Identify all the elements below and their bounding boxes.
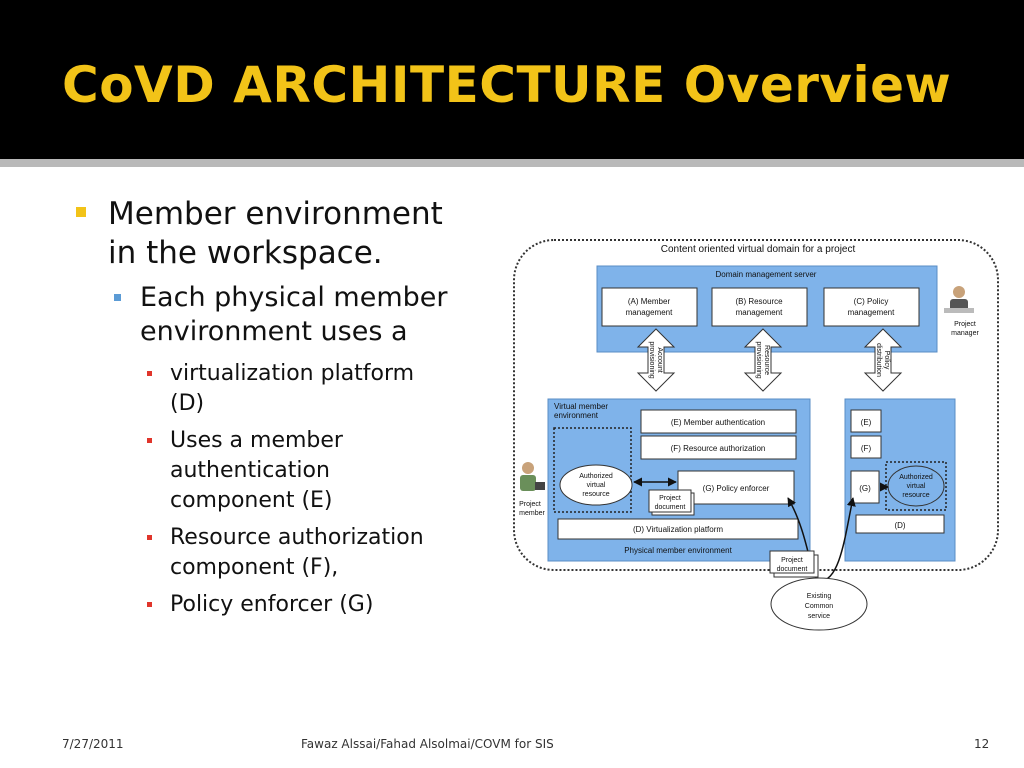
box-text: (G) bbox=[859, 484, 871, 493]
virtualization-platform-box bbox=[557, 518, 799, 540]
title-bar: CoVD ARCHITECTURE Overview bbox=[0, 0, 1024, 158]
ellipse-text: virtual bbox=[587, 482, 606, 489]
arrow-label: Policy bbox=[883, 351, 890, 370]
existing-common-service bbox=[770, 577, 868, 631]
box-text: (A) Member bbox=[628, 297, 671, 306]
virtual-domain-label: Content oriented virtual domain for a pr… bbox=[661, 244, 856, 255]
right-d-box bbox=[855, 514, 945, 534]
bullet-level3-authentication: Uses a member authentication component (… bbox=[72, 426, 502, 516]
bullet-level2: Each physical member environment uses a bbox=[72, 281, 502, 349]
bullet-text-line: (D) bbox=[170, 391, 205, 416]
box-text: management bbox=[848, 308, 895, 317]
project-member-icon bbox=[520, 462, 545, 491]
account-provisioning-arrow: Account provisioning bbox=[636, 328, 676, 392]
bullet-text-line: virtualization platform bbox=[170, 361, 415, 386]
arrow-label: distribution bbox=[875, 343, 882, 377]
arrow-label: provisioning bbox=[755, 341, 762, 378]
box-text: management bbox=[626, 308, 673, 317]
bullet-text-line: component (F), bbox=[170, 555, 339, 580]
person-label: manager bbox=[951, 330, 979, 337]
bullet-text-line: in the workspace. bbox=[108, 235, 383, 271]
square-bullet-icon bbox=[147, 371, 152, 376]
person-label: Project bbox=[954, 321, 976, 328]
doc-text: document bbox=[655, 504, 686, 511]
box-text: management bbox=[736, 308, 783, 317]
box-text: (E) bbox=[861, 418, 872, 427]
bullet-text-line: Policy enforcer (G) bbox=[170, 592, 374, 617]
bullet-text-line: Each physical member bbox=[140, 282, 448, 313]
project-manager-icon bbox=[944, 286, 974, 313]
vme-label: Virtual member bbox=[554, 402, 608, 411]
square-bullet-icon bbox=[114, 294, 121, 301]
vme-label: environment bbox=[554, 411, 599, 420]
bullet-level3-authorization: Resource authorization component (F), bbox=[72, 523, 502, 583]
arrow-label: Account bbox=[656, 347, 663, 372]
ellipse-text: Authorized bbox=[579, 473, 613, 480]
box-text: (B) Resource bbox=[735, 297, 783, 306]
arrow-label: provisioning bbox=[648, 341, 655, 378]
box-text: (D) bbox=[894, 521, 905, 530]
bullet-text-line: Resource authorization bbox=[170, 525, 424, 550]
bullet-list: Member environment in the workspace. Eac… bbox=[72, 195, 502, 627]
ellipse-text: resource bbox=[902, 492, 929, 499]
member-management-box bbox=[601, 287, 698, 327]
right-e-box bbox=[850, 409, 882, 433]
virtual-domain-boundary bbox=[513, 239, 999, 571]
ellipse-text: resource bbox=[582, 491, 609, 498]
bullet-level3-policy: Policy enforcer (G) bbox=[72, 590, 502, 620]
slide-title: CoVD ARCHITECTURE Overview bbox=[62, 56, 952, 114]
project-document-icon bbox=[648, 489, 695, 516]
doc-text: Project bbox=[781, 557, 803, 564]
box-text: (F) Resource authorization bbox=[671, 444, 766, 453]
footer-page-number: 12 bbox=[974, 737, 990, 751]
right-f-box bbox=[850, 435, 882, 459]
box-text: (G) Policy enforcer bbox=[703, 484, 770, 493]
pme-label: Physical member environment bbox=[624, 546, 732, 555]
authentication-box bbox=[640, 409, 797, 434]
resource-provisioning-arrow: Resource provisioning bbox=[743, 328, 783, 392]
policy-distribution-arrow: Policy distribution bbox=[863, 328, 903, 392]
arrow-label: Resource bbox=[763, 345, 770, 375]
ellipse-text: Authorized bbox=[899, 474, 933, 481]
box-text: (D) Virtualization platform bbox=[633, 525, 723, 534]
doc-text: document bbox=[777, 566, 808, 573]
policy-enforcer-box bbox=[677, 470, 795, 505]
doc-text: Project bbox=[659, 495, 681, 502]
bullet-text-line: environment uses a bbox=[140, 316, 408, 347]
ellipse-text: virtual bbox=[907, 483, 926, 490]
footer-author: Fawaz Alssai/Fahad Alsolmai/COVM for SIS bbox=[301, 737, 554, 751]
bullet-level3-virtualization: virtualization platform (D) bbox=[72, 359, 502, 419]
authorization-box bbox=[640, 435, 797, 460]
box-text: (C) Policy bbox=[854, 297, 889, 306]
bullet-text-line: Member environment bbox=[108, 196, 443, 232]
resource-management-box bbox=[711, 287, 808, 327]
ellipse-text: service bbox=[808, 613, 830, 620]
authorized-virtual-resource bbox=[559, 464, 633, 506]
shared-project-document-icon bbox=[769, 550, 819, 578]
footer-date: 7/27/2011 bbox=[62, 737, 124, 751]
person-label: member bbox=[519, 510, 545, 517]
architecture-diagram: Content oriented virtual domain for a pr… bbox=[510, 236, 1000, 632]
square-bullet-icon bbox=[147, 602, 152, 607]
box-text: (F) bbox=[861, 444, 872, 453]
bullet-text-line: Uses a member bbox=[170, 428, 343, 453]
server-label: Domain management server bbox=[716, 270, 817, 279]
square-bullet-icon bbox=[76, 207, 86, 217]
bullet-level1: Member environment in the workspace. bbox=[72, 195, 502, 273]
ellipse-text: Common bbox=[805, 603, 834, 610]
policy-management-box bbox=[823, 287, 920, 327]
square-bullet-icon bbox=[147, 535, 152, 540]
box-text: (E) Member authentication bbox=[671, 418, 765, 427]
square-bullet-icon bbox=[147, 438, 152, 443]
title-rule bbox=[0, 159, 1024, 167]
ellipse-text: Existing bbox=[807, 593, 832, 600]
person-label: Project bbox=[519, 501, 541, 508]
bullet-text-line: component (E) bbox=[170, 488, 333, 513]
bullet-text-line: authentication bbox=[170, 458, 330, 483]
